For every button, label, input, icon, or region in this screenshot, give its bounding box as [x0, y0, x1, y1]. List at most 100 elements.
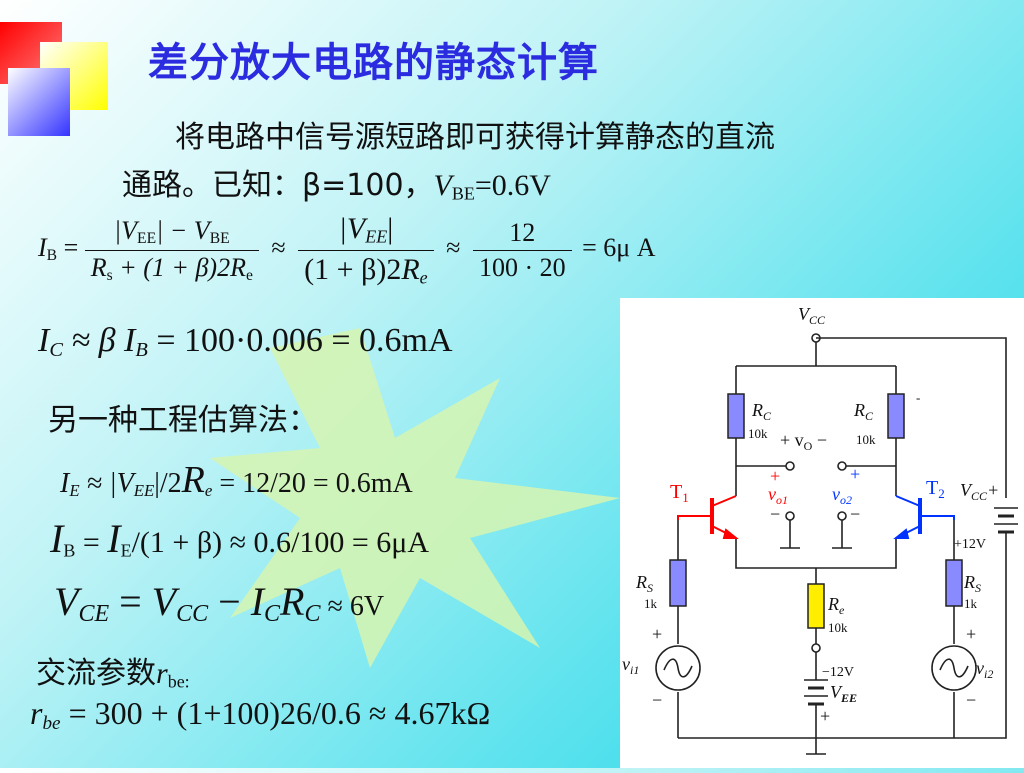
equation-rbe: rbe = 300 + (1+100)26/0.6 ≈ 4.67kΩ	[30, 695, 490, 735]
star-burst	[210, 328, 620, 668]
eq1-approx-1: ≈	[271, 232, 286, 262]
eq1-den1-a-sub: s	[106, 266, 113, 284]
label-rs-right-value: 1k	[964, 596, 978, 611]
vi2-wave	[939, 658, 969, 678]
eq1-den2-a: (1 + β)2	[304, 252, 402, 286]
vo1-terminal-top	[785, 461, 795, 471]
eq1-num1-a: |V	[114, 215, 138, 245]
eq1-num2-a: |V	[338, 212, 366, 245]
eq5-b: =	[109, 579, 152, 624]
eq1-den1-b: + (1 + β)2R	[112, 252, 246, 282]
eq4-c: I	[107, 516, 121, 561]
blue-square	[8, 68, 70, 136]
eq1-equals: =	[63, 232, 79, 262]
eq2-a-sub: C	[49, 339, 63, 362]
t2-collector-lead	[895, 495, 921, 507]
eq1-den2: (1 + β)2Re	[298, 251, 434, 289]
eq1-fraction-2: |VEE| (1 + β)2Re	[298, 212, 434, 288]
label-vo2-minus: −	[850, 504, 860, 524]
equation-ie: IE ≈ |VEE|/2Re = 12/20 = 0.6mA	[60, 458, 413, 502]
eq1-den1-a: R	[90, 252, 107, 282]
label-t1: T1	[670, 481, 689, 505]
equation-ib-2: IB = IE/(1 + β) ≈ 0.6/100 = 6μA	[50, 515, 429, 562]
eq4-b: =	[75, 526, 108, 559]
eq4-a: I	[50, 516, 64, 561]
vi1-source	[655, 645, 701, 691]
eq1-num3: 12	[472, 218, 572, 251]
wire-vcc-right-bottom	[954, 532, 1007, 739]
wire-emitter-rail	[735, 538, 897, 569]
label-rc-left: RC	[751, 400, 772, 423]
eq1-num2-end: |	[387, 212, 394, 245]
corner-decoration	[0, 0, 140, 150]
label-vo1: vo1	[768, 484, 788, 507]
eq6-b: = 300 + (1+100)26/0.6 ≈ 4.67kΩ	[60, 695, 491, 731]
eq1-num1-b: | − V	[156, 215, 210, 245]
eq1-den2-r-sub: e	[419, 267, 428, 287]
eq3-b-sub: EE	[133, 481, 155, 501]
intro-line-2: 通路。已知：β=100，VBE=0.6V	[122, 160, 551, 205]
label-vo: + vO −	[780, 430, 827, 453]
vo2-terminal-top	[837, 461, 847, 471]
label-rc-left-value: 10k	[748, 426, 768, 441]
vee-terminal	[811, 643, 821, 653]
transistor-t1	[677, 495, 739, 539]
eq3-r: R	[181, 459, 205, 501]
eq3-d: = 12/20 = 0.6mA	[212, 468, 413, 499]
eq4-d: /(1 + β) ≈ 0.6/100 = 6μA	[131, 526, 430, 559]
eq5-c: V	[151, 579, 177, 624]
page-title: 差分放大电路的静态计算	[148, 40, 599, 86]
resistor-rc-right	[887, 393, 905, 439]
label-rs-left: RS	[635, 572, 653, 595]
label-vo1-minus: −	[770, 504, 780, 524]
equation-ic: IC ≈ β IB = 100·0.006 = 0.6mA	[38, 322, 453, 362]
eq1-den1-b-sub: e	[245, 266, 253, 284]
ac-label: 交流参数rbe:	[36, 648, 190, 693]
equation-vce: VCE = VCC − ICRC ≈ 6V	[54, 578, 384, 628]
eq2-b-sub: B	[135, 339, 148, 362]
eq1-den1: Rs + (1 + β)2Re	[85, 251, 259, 285]
label-vcc-right: VCC+	[960, 480, 999, 503]
vbe-symbol: V	[433, 169, 452, 202]
intro-known: 通路。已知：β=100，	[122, 168, 434, 203]
label-vi2-plus: +	[966, 624, 976, 644]
eq3-r-sub: e	[204, 481, 213, 501]
t1-base-lead	[677, 515, 712, 520]
transistor-t2	[893, 495, 955, 539]
eq3-b: ≈ |V	[79, 468, 134, 499]
equation-ib: IB = |VEE| − VBE Rs + (1 + β)2Re ≈ |VEE|…	[38, 212, 656, 288]
label-vo2: vo2	[832, 484, 852, 507]
eq1-fraction-3: 12 100 · 20	[472, 218, 572, 283]
eq5-a-sub: CE	[78, 601, 110, 627]
label-vi2-minus: −	[966, 690, 976, 710]
eq5-c-sub: CC	[176, 601, 209, 627]
eq6-a-sub: be	[42, 712, 61, 734]
ac-r: r	[156, 657, 168, 690]
t2-base-lead	[920, 515, 955, 520]
label-vee-plus: +	[820, 706, 830, 726]
ac-label-text: 交流参数	[36, 656, 156, 691]
eq1-num1: |VEE| − VBE	[84, 215, 259, 251]
eq1-num2: |VEE|	[298, 212, 434, 251]
label-vi1-plus: +	[652, 624, 662, 644]
eq1-approx-2: ≈	[446, 232, 461, 262]
t1-emitter-arrow	[722, 528, 739, 539]
t2-emitter-arrow	[893, 528, 910, 539]
label-plus-12v: +12V	[954, 537, 986, 552]
eq3-c: |/2	[154, 468, 182, 499]
eq3-a: I	[60, 468, 70, 499]
eq2-a: I	[38, 322, 50, 359]
eq5-e-sub: C	[264, 601, 281, 627]
eq2-b: ≈ β I	[62, 322, 136, 359]
intro-line-1: 将电路中信号源短路即可获得计算静态的直流	[175, 120, 775, 155]
wire-vcc-right	[816, 337, 1007, 498]
eq1-result: = 6μ A	[582, 232, 656, 262]
section-label: 另一种工程估算法：	[48, 403, 318, 438]
eq5-f: R	[280, 579, 305, 624]
vi2-source	[931, 645, 977, 691]
label-rc-right-value: 10k	[856, 432, 876, 447]
vbe-value: =0.6V	[474, 169, 551, 202]
eq1-lhs-sub: B	[46, 246, 58, 264]
label-vee: VEE	[830, 682, 857, 705]
eq2-c: = 100·0.006 = 0.6mA	[147, 322, 453, 359]
